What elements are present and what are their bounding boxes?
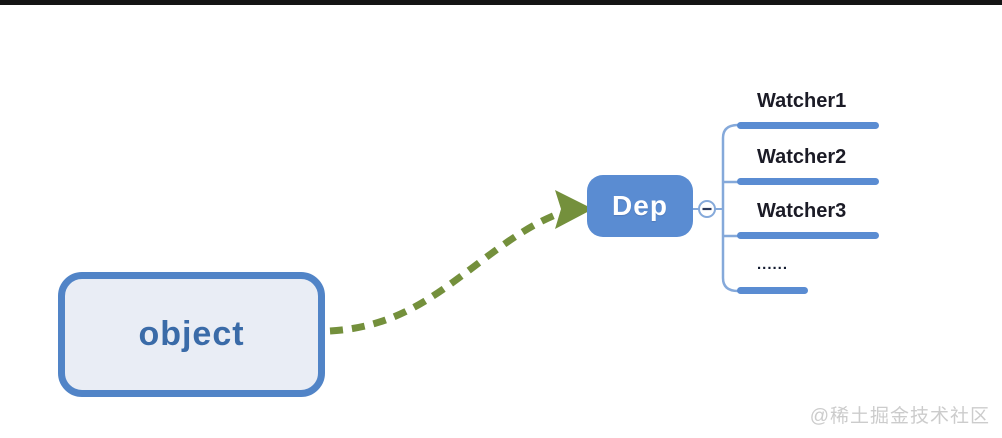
object-node: object — [58, 272, 325, 397]
dep-node: Dep — [587, 175, 693, 237]
arrowhead-icon — [555, 190, 593, 229]
watcher-branch-line-1 — [737, 122, 879, 129]
watcher-label-2: Watcher2 — [757, 146, 847, 168]
object-node-label: object — [138, 315, 245, 353]
dep-node-label: Dep — [612, 190, 668, 221]
watcher-label-3: Watcher3 — [757, 200, 847, 222]
watcher-branch-line-4 — [737, 287, 808, 294]
watcher-label-ellipsis: ...... — [757, 256, 789, 273]
watcher-branch-line-2 — [737, 178, 879, 185]
dashed-arrow-path — [329, 209, 562, 335]
watcher-branch-line-3 — [737, 232, 879, 239]
branch-bracket — [721, 123, 739, 293]
watermark: @稀土掘金技术社区 — [809, 406, 990, 427]
collapse-toggle[interactable] — [698, 200, 716, 218]
watcher-label-1: Watcher1 — [757, 90, 847, 112]
top-border-bar — [0, 0, 1002, 5]
